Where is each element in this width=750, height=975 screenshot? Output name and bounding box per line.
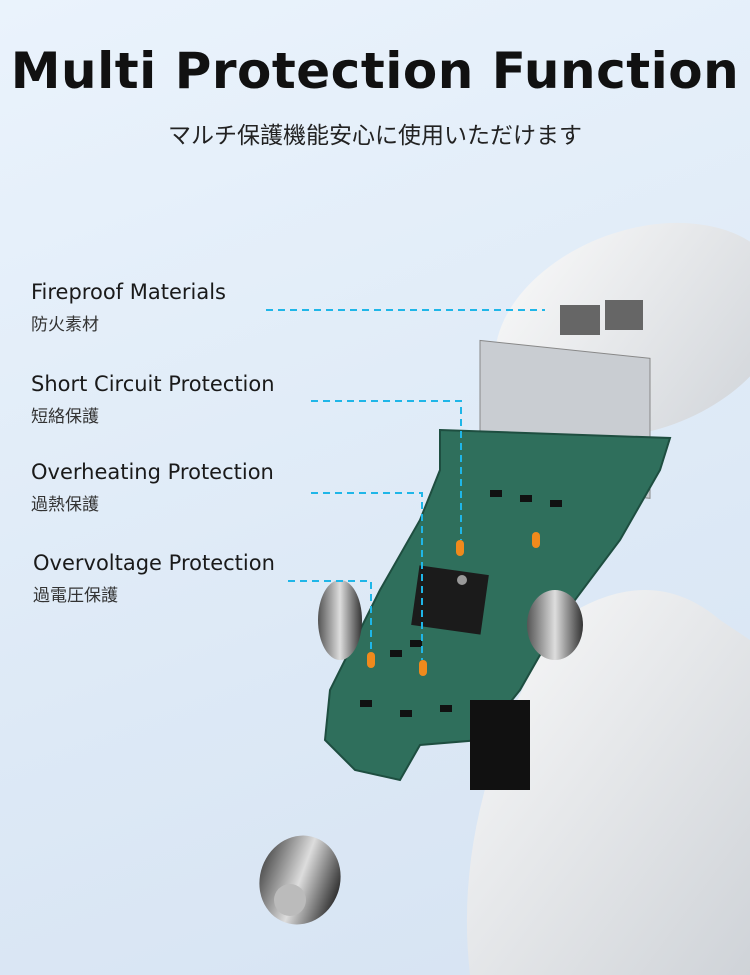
capacitors	[318, 580, 583, 790]
feature-title: Fireproof Materials	[31, 280, 226, 304]
feature-subtitle: 過熱保護	[31, 495, 99, 515]
spring-contact	[259, 835, 341, 925]
feature-title: Overheating Protection	[31, 460, 274, 484]
leader-lines	[266, 309, 545, 660]
feature-overheating: Overheating Protection 過熱保護	[31, 460, 274, 515]
feature-short-circuit: Short Circuit Protection 短絡保護	[31, 372, 275, 427]
page-title: Multi Protection Function	[10, 42, 740, 100]
feature-title: Overvoltage Protection	[33, 551, 275, 575]
feature-overvoltage: Overvoltage Protection 過電圧保護	[33, 551, 275, 606]
pcb-board	[323, 428, 672, 782]
components	[360, 490, 562, 717]
feature-title: Short Circuit Protection	[31, 372, 275, 396]
feature-subtitle: 過電圧保護	[33, 586, 118, 606]
highlight-markers	[367, 532, 540, 676]
feature-subtitle: 防火素材	[31, 315, 99, 335]
page-subtitle: マルチ保護機能安心に使用いただけます	[168, 123, 582, 149]
feature-fireproof: Fireproof Materials 防火素材	[31, 280, 226, 335]
feature-subtitle: 短絡保護	[31, 407, 99, 427]
